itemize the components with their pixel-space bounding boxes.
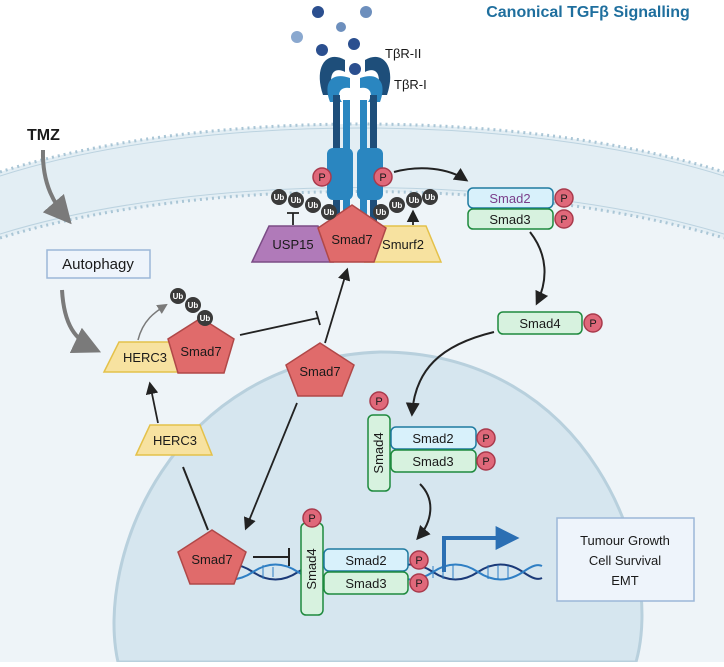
receptor-phospho-left: P — [312, 167, 332, 187]
smad2-nuc-box — [390, 426, 477, 450]
smad3-dna-label: Smad3 — [345, 576, 386, 591]
svg-text:P: P — [379, 172, 386, 184]
smad7-complex-label: Smad7 — [180, 344, 221, 359]
outcome-item: Tumour Growth — [580, 533, 670, 548]
autophagy-arrow — [60, 289, 102, 353]
ub-chain-herc3: Ub Ub Ub — [170, 288, 213, 326]
smad2-dna-phospho: P — [409, 550, 429, 570]
smad3-nuc-phospho: P — [476, 451, 496, 471]
smad7-nuc-inhibition — [253, 548, 290, 566]
smad2-cyto-phospho: P — [554, 188, 574, 208]
ub-chain-left: Ub Ub Ub Ub — [271, 189, 337, 220]
receptor-type1-label: TβR-I — [394, 77, 427, 92]
svg-text:Ub: Ub — [376, 208, 387, 217]
ub-chain-right: Ub Ub Ub Ub — [373, 189, 438, 220]
herc3-free-label: HERC3 — [153, 433, 197, 448]
title: Canonical TGFβ Signalling — [486, 4, 690, 21]
smad7-to-nucleus-arrow — [243, 402, 298, 531]
tmz-arrow — [40, 149, 72, 225]
smad7-nuc-pentagon — [177, 529, 247, 585]
svg-text:Ub: Ub — [392, 201, 403, 210]
svg-text:P: P — [560, 214, 567, 226]
tmz-label: TMZ — [27, 127, 60, 144]
smurf2-label: Smurf2 — [382, 237, 424, 252]
svg-text:Ub: Ub — [274, 193, 285, 202]
smad-complex-to-dna-arrow — [416, 483, 432, 541]
tgfb-receptor-complex — [319, 56, 391, 225]
svg-text:P: P — [560, 193, 567, 205]
usp15-trapezoid — [250, 225, 335, 263]
smad4-cyto-box — [497, 311, 583, 335]
svg-text:P: P — [308, 513, 315, 525]
svg-text:P: P — [482, 433, 489, 445]
smad2-nuc-label: Smad2 — [412, 431, 453, 446]
smad4-nuc-box — [367, 414, 391, 492]
smad2-dna-box — [323, 548, 409, 572]
smad3-dna-phospho: P — [409, 573, 429, 593]
svg-text:P: P — [415, 578, 422, 590]
outcome-item: Cell Survival — [589, 553, 661, 568]
smad3-cyto-phospho: P — [554, 209, 574, 229]
smad4-nuc-label: Smad4 — [371, 432, 386, 473]
svg-text:Ub: Ub — [291, 196, 302, 205]
smad4-dna-phospho: P — [302, 508, 322, 528]
smad3-nuc-box — [390, 449, 477, 473]
svg-text:Ub: Ub — [324, 208, 335, 217]
smad3-cyto-label: Smad3 — [489, 212, 530, 227]
smad3-cyto-box — [467, 208, 554, 230]
tgfb-ligands — [291, 6, 372, 75]
svg-text:P: P — [482, 456, 489, 468]
svg-text:P: P — [589, 318, 596, 330]
svg-text:Ub: Ub — [200, 314, 211, 323]
herc3-complex-label: HERC3 — [123, 350, 167, 365]
svg-text:P: P — [318, 172, 325, 184]
svg-text:Ub: Ub — [425, 193, 436, 202]
svg-text:Ub: Ub — [173, 292, 184, 301]
smad7-to-membrane-arrow — [324, 267, 351, 344]
smad2-cyto-box — [467, 187, 554, 209]
outcome-item: EMT — [611, 573, 639, 588]
smad4-cyto-phospho: P — [583, 313, 603, 333]
herc3-ub-arrow — [137, 303, 168, 341]
herc3-smad7-inhibition — [239, 310, 321, 336]
transcription-arrow — [442, 526, 520, 572]
smad7-membrane-pentagon — [317, 204, 387, 263]
herc3-to-complex-arrow — [145, 381, 159, 424]
smad4-nuc-phospho: P — [369, 391, 389, 411]
smad7-free-label: Smad7 — [299, 364, 340, 379]
usp15-label: USP15 — [272, 237, 313, 252]
svg-text:Ub: Ub — [308, 201, 319, 210]
autophagy-label: Autophagy — [62, 256, 134, 273]
smad7-complex-pentagon — [167, 317, 235, 374]
smad2-nuc-phospho: P — [476, 428, 496, 448]
smad7-nuc-label: Smad7 — [191, 552, 232, 567]
svg-text:Ub: Ub — [409, 196, 420, 205]
smad2-cyto-label: Smad2 — [489, 191, 530, 206]
smad23-to-smad4-arrow — [529, 231, 549, 306]
smad7-membrane-label: Smad7 — [331, 232, 372, 247]
smad7-free-pentagon — [285, 342, 355, 397]
smad4-to-nucleus-arrow — [405, 331, 495, 417]
receptor-to-smad23-arrow — [393, 167, 469, 182]
svg-text:P: P — [375, 396, 382, 408]
smad4-dna-label: Smad4 — [304, 548, 319, 589]
svg-text:P: P — [415, 555, 422, 567]
herc3-smad7-line — [182, 466, 209, 531]
usp15-inhibition — [287, 212, 299, 225]
outcomes-box — [556, 517, 695, 602]
receptor-phospho-right: P — [373, 167, 393, 187]
receptor-type2-label: TβR-II — [385, 46, 421, 61]
svg-text:Ub: Ub — [188, 301, 199, 310]
smad2-dna-label: Smad2 — [345, 553, 386, 568]
smad3-nuc-label: Smad3 — [412, 454, 453, 469]
autophagy-box — [46, 249, 151, 279]
smad3-dna-box — [323, 571, 409, 595]
herc3-free-trapezoid — [134, 424, 214, 456]
smad4-cyto-label: Smad4 — [519, 316, 560, 331]
